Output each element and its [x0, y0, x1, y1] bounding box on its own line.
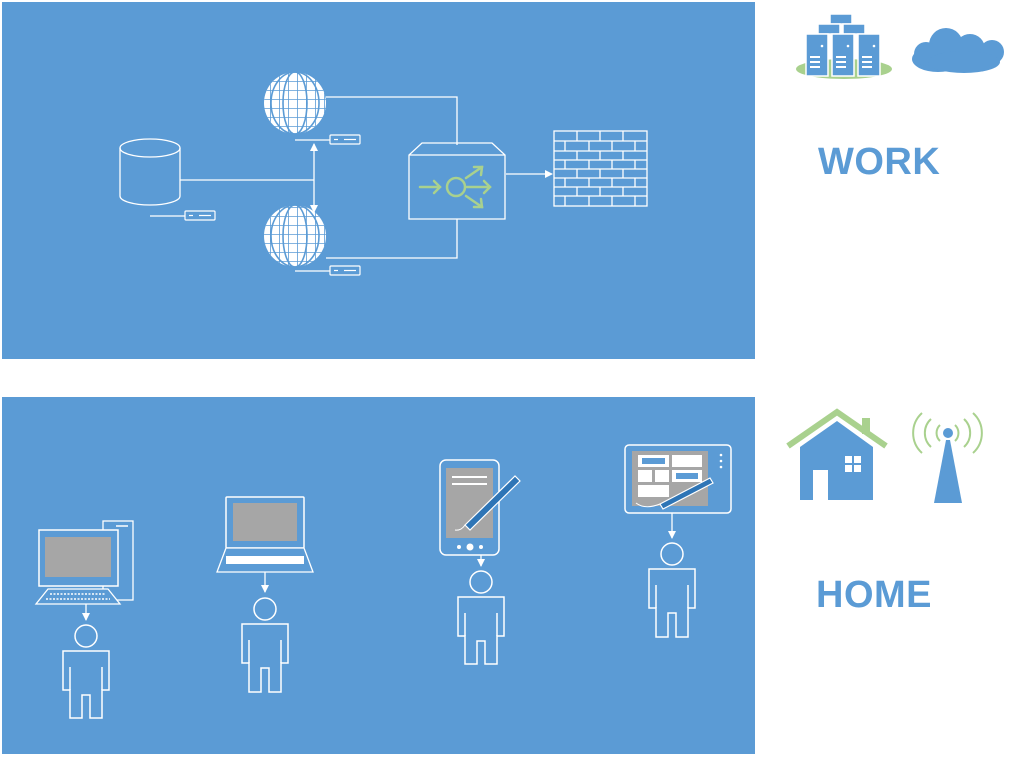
work-label: WORK	[818, 141, 941, 183]
firewall-icon	[553, 130, 648, 207]
cloud-icon	[912, 28, 1004, 73]
person-icon	[648, 542, 696, 638]
person-icon	[62, 624, 110, 719]
home-label: HOME	[816, 574, 932, 616]
person-icon	[241, 597, 289, 693]
wireless-tower-icon	[912, 412, 983, 503]
database-icon	[119, 138, 181, 206]
globe-icon	[264, 204, 326, 268]
laptop-icon	[216, 496, 314, 573]
device-connectors	[82, 513, 676, 621]
network-card-icon	[295, 134, 361, 145]
network-card-icon	[150, 210, 216, 221]
house-icon	[786, 408, 888, 500]
globe-icon	[264, 71, 326, 135]
pda-icon	[439, 459, 521, 556]
tablet-icon	[624, 444, 732, 514]
router-icon	[408, 142, 506, 220]
network-card-icon	[295, 265, 361, 276]
desktop-computer-icon	[34, 520, 134, 605]
work-connectors	[180, 96, 553, 259]
person-icon	[457, 570, 505, 665]
work-panel	[2, 2, 755, 359]
server-rack-icon	[796, 13, 892, 79]
